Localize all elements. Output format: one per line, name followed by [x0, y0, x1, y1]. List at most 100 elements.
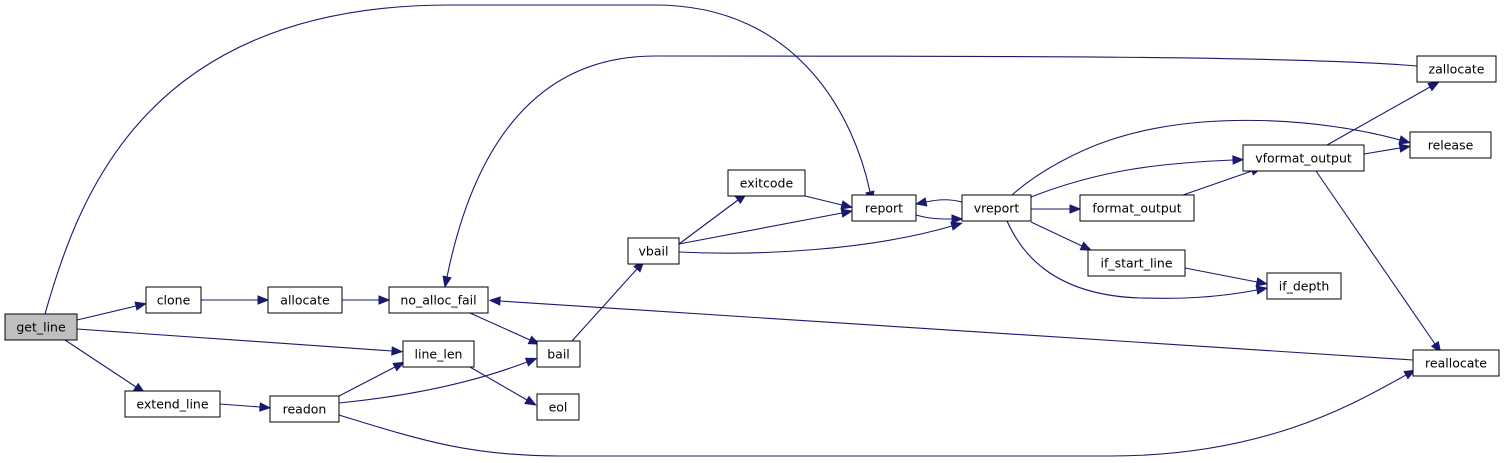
node-label: eol	[549, 400, 568, 415]
node-label: allocate	[280, 293, 330, 308]
arrowhead-icon	[1403, 369, 1416, 380]
edge-line	[76, 305, 137, 321]
node-vformat-output[interactable]: vformat_output	[1242, 144, 1365, 172]
node-line-len[interactable]: line_len	[402, 340, 475, 368]
node-no-alloc-fail[interactable]: no_alloc_fail	[388, 286, 489, 314]
node-extend-line[interactable]: extend_line	[124, 390, 221, 418]
arrowhead-icon	[134, 301, 148, 311]
node-readon[interactable]: readon	[269, 395, 340, 423]
edge-line	[1182, 170, 1253, 196]
edge-extend_line-to-readon	[219, 402, 272, 412]
node-format-output[interactable]: format_output	[1079, 194, 1195, 222]
node-label: clone	[157, 293, 191, 308]
edge-no_alloc_fail-to-bail	[469, 312, 541, 345]
node-if-depth[interactable]: if_depth	[1266, 272, 1342, 300]
node-box	[1087, 249, 1186, 277]
edge-readon-to-reallocate	[338, 369, 1416, 457]
arrowhead-icon	[1255, 285, 1269, 295]
arrowhead-icon	[442, 275, 452, 289]
edge-line	[1006, 220, 1258, 299]
edge-zallocate-to-no_alloc_fail	[442, 55, 1418, 289]
node-vbail[interactable]: vbail	[627, 237, 680, 265]
edge-vreport-to-if_depth	[1006, 220, 1269, 299]
edge-vformat_output-to-release	[1363, 143, 1412, 155]
edge-line	[338, 374, 1407, 457]
edge-line	[1315, 170, 1436, 345]
node-label: no_alloc_fail	[400, 293, 476, 308]
edge-line	[678, 212, 843, 245]
arrowhead-icon	[1069, 204, 1082, 214]
node-clone[interactable]: clone	[145, 286, 202, 314]
node-box	[727, 169, 806, 197]
edge-bail-to-vbail	[571, 260, 645, 342]
node-label: extend_line	[136, 397, 208, 412]
edge-line	[219, 403, 261, 408]
node-reallocate[interactable]: reallocate	[1412, 349, 1500, 377]
edge-line	[1326, 86, 1431, 146]
node-release[interactable]: release	[1409, 131, 1492, 159]
node-label: format_output	[1092, 201, 1181, 216]
node-if-start-line[interactable]: if_start_line	[1087, 249, 1186, 277]
node-box	[269, 395, 340, 423]
arrowhead-icon	[1255, 277, 1269, 287]
node-box	[145, 286, 202, 314]
edge-line	[804, 195, 843, 206]
node-eol[interactable]: eol	[536, 393, 580, 421]
edge-vbail-to-report	[678, 208, 854, 245]
edges-layer	[44, 4, 1442, 457]
node-box	[851, 194, 917, 222]
node-label: exitcode	[740, 176, 794, 191]
node-vreport[interactable]: vreport	[961, 194, 1032, 222]
arrowhead-icon	[914, 197, 928, 207]
node-report[interactable]: report	[851, 194, 917, 222]
node-label: if_start_line	[1100, 256, 1172, 271]
edge-allocate-to-no_alloc_fail	[342, 295, 391, 305]
edge-line	[1030, 221, 1083, 247]
node-allocate[interactable]: allocate	[267, 286, 343, 314]
edge-vformat_output-to-zallocate	[1326, 81, 1440, 146]
edge-vformat_output-to-reallocate	[1315, 170, 1442, 354]
node-box	[536, 340, 581, 368]
node-bail[interactable]: bail	[536, 340, 581, 368]
edge-report-to-vreport	[915, 214, 964, 224]
edge-line	[925, 199, 963, 203]
edge-line	[499, 300, 1414, 361]
node-label: vreport	[974, 201, 1020, 216]
edge-vreport-to-report	[914, 197, 963, 207]
node-box	[1412, 349, 1500, 377]
edge-line	[44, 4, 871, 315]
arrowhead-icon	[378, 295, 391, 305]
node-get-line[interactable]: get_line	[4, 313, 78, 341]
edge-line	[338, 361, 528, 404]
node-box	[402, 340, 475, 368]
node-label: report	[865, 201, 903, 216]
arrowhead-icon	[840, 200, 854, 210]
node-label: vformat_output	[1255, 151, 1352, 166]
arrowhead-icon	[524, 395, 537, 406]
edge-line	[571, 268, 638, 342]
node-zallocate[interactable]: zallocate	[1416, 55, 1497, 83]
node-box	[267, 286, 343, 314]
node-label: if_depth	[1279, 279, 1330, 294]
edge-get_line-to-line_len	[76, 328, 404, 356]
edge-line	[446, 55, 1418, 278]
edge-exitcode-to-report	[804, 195, 854, 210]
node-box	[1242, 144, 1365, 172]
arrowhead-icon	[1398, 135, 1411, 145]
edge-get_line-to-clone	[76, 301, 148, 321]
node-label: get_line	[16, 320, 66, 335]
node-box	[1266, 272, 1342, 300]
edge-reallocate-to-no_alloc_fail	[488, 296, 1414, 361]
arrowhead-icon	[392, 361, 406, 372]
node-box	[536, 393, 580, 421]
node-box	[1416, 55, 1497, 83]
edge-line	[64, 339, 137, 388]
edge-vbail-to-exitcode	[678, 193, 748, 245]
edge-get_line-to-report	[44, 4, 875, 315]
arrowhead-icon	[524, 357, 538, 367]
edge-line	[1030, 159, 1234, 198]
arrowhead-icon	[527, 335, 541, 345]
node-exitcode[interactable]: exitcode	[727, 169, 806, 197]
node-box	[627, 237, 680, 265]
node-label: bail	[547, 347, 570, 362]
